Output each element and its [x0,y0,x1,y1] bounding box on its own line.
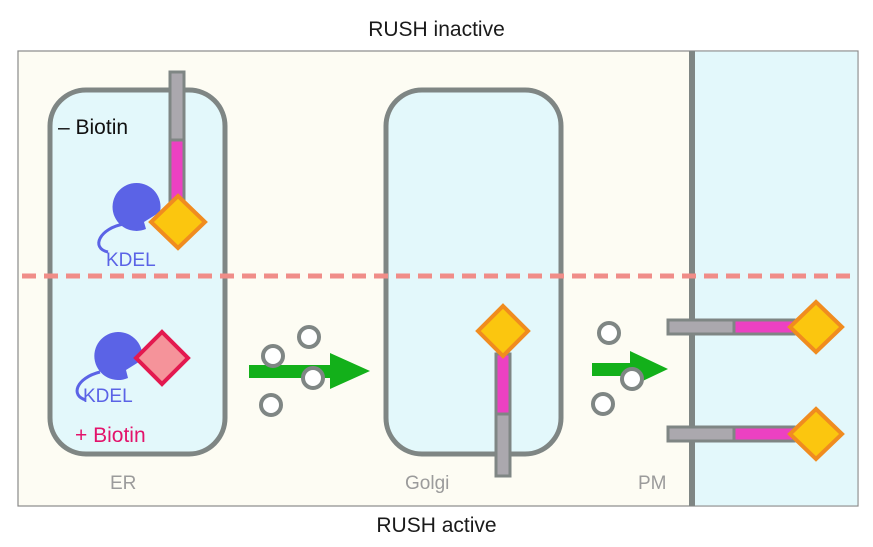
er-compartment [47,87,228,457]
vesicle [297,325,321,349]
vesicle [259,393,283,417]
title-rush-inactive: RUSH inactive [368,18,505,41]
reporter-tail [666,318,736,336]
vesicle-transport-golgi-pm [591,321,668,416]
vesicle-transport-er-golgi [249,325,370,417]
title-rush-active: RUSH active [376,514,497,537]
golgi-label: Golgi [405,473,449,494]
pm-reporter-lower [666,406,845,462]
reporter-linker [168,138,186,204]
er-label: ER [110,473,136,494]
vesicle [301,366,325,390]
pm-reporter-upper [666,299,845,355]
cargo-diamond [148,193,208,251]
streptavidin-hook [112,182,161,231]
kdel-label-top: KDEL [106,250,156,271]
reporter-tail [494,412,512,478]
kdel-label-bottom: KDEL [83,386,133,407]
er-retained-reporter [97,70,208,254]
hook-arm [75,370,101,402]
plus-biotin-label: + Biotin [75,424,146,447]
er-biotin-hook [75,329,191,402]
biotin-diamond [133,329,191,387]
vesicle [620,367,644,391]
reporter-linker [732,425,796,443]
reporter-tail [168,70,186,142]
reporter-linker [494,352,512,416]
minus-biotin-label: – Biotin [58,116,128,139]
golgi-reporter [475,303,531,478]
reporter-tail [666,425,736,443]
hook-arm [97,222,125,254]
pm-label: PM [638,473,667,494]
vesicle [591,392,615,416]
vesicle [597,321,621,345]
cargo-diamond [787,299,845,355]
cargo-diamond [787,406,845,462]
cargo-diamond [475,303,531,359]
golgi-compartment [383,87,564,457]
streptavidin-hook [94,332,143,381]
vesicle [261,344,285,368]
reporter-linker [732,318,796,336]
